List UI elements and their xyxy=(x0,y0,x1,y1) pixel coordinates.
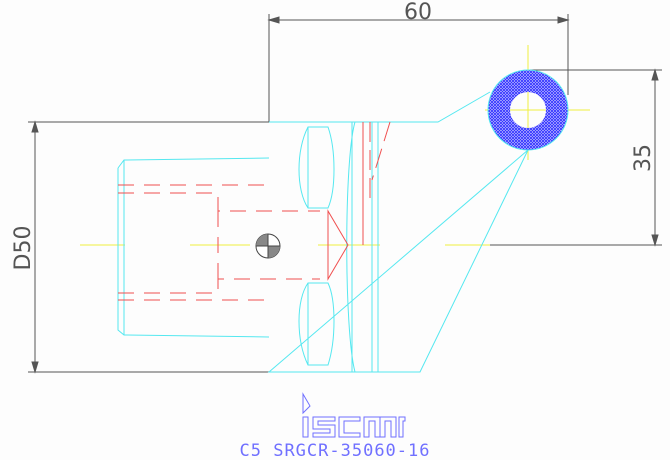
length-dimension: 60 xyxy=(404,0,432,25)
iscar-logo xyxy=(302,392,406,438)
insert xyxy=(487,69,569,151)
offset-dimension: 35 xyxy=(631,144,656,172)
part-label: C5 SRGCR-35060-16 xyxy=(239,441,431,460)
cone-lines xyxy=(327,121,391,281)
center-of-gravity-icon xyxy=(255,233,281,259)
hidden-lines xyxy=(118,184,320,301)
dimension-lines xyxy=(28,14,662,374)
diameter-dimension: D50 xyxy=(11,226,36,271)
tool-body xyxy=(117,91,529,373)
